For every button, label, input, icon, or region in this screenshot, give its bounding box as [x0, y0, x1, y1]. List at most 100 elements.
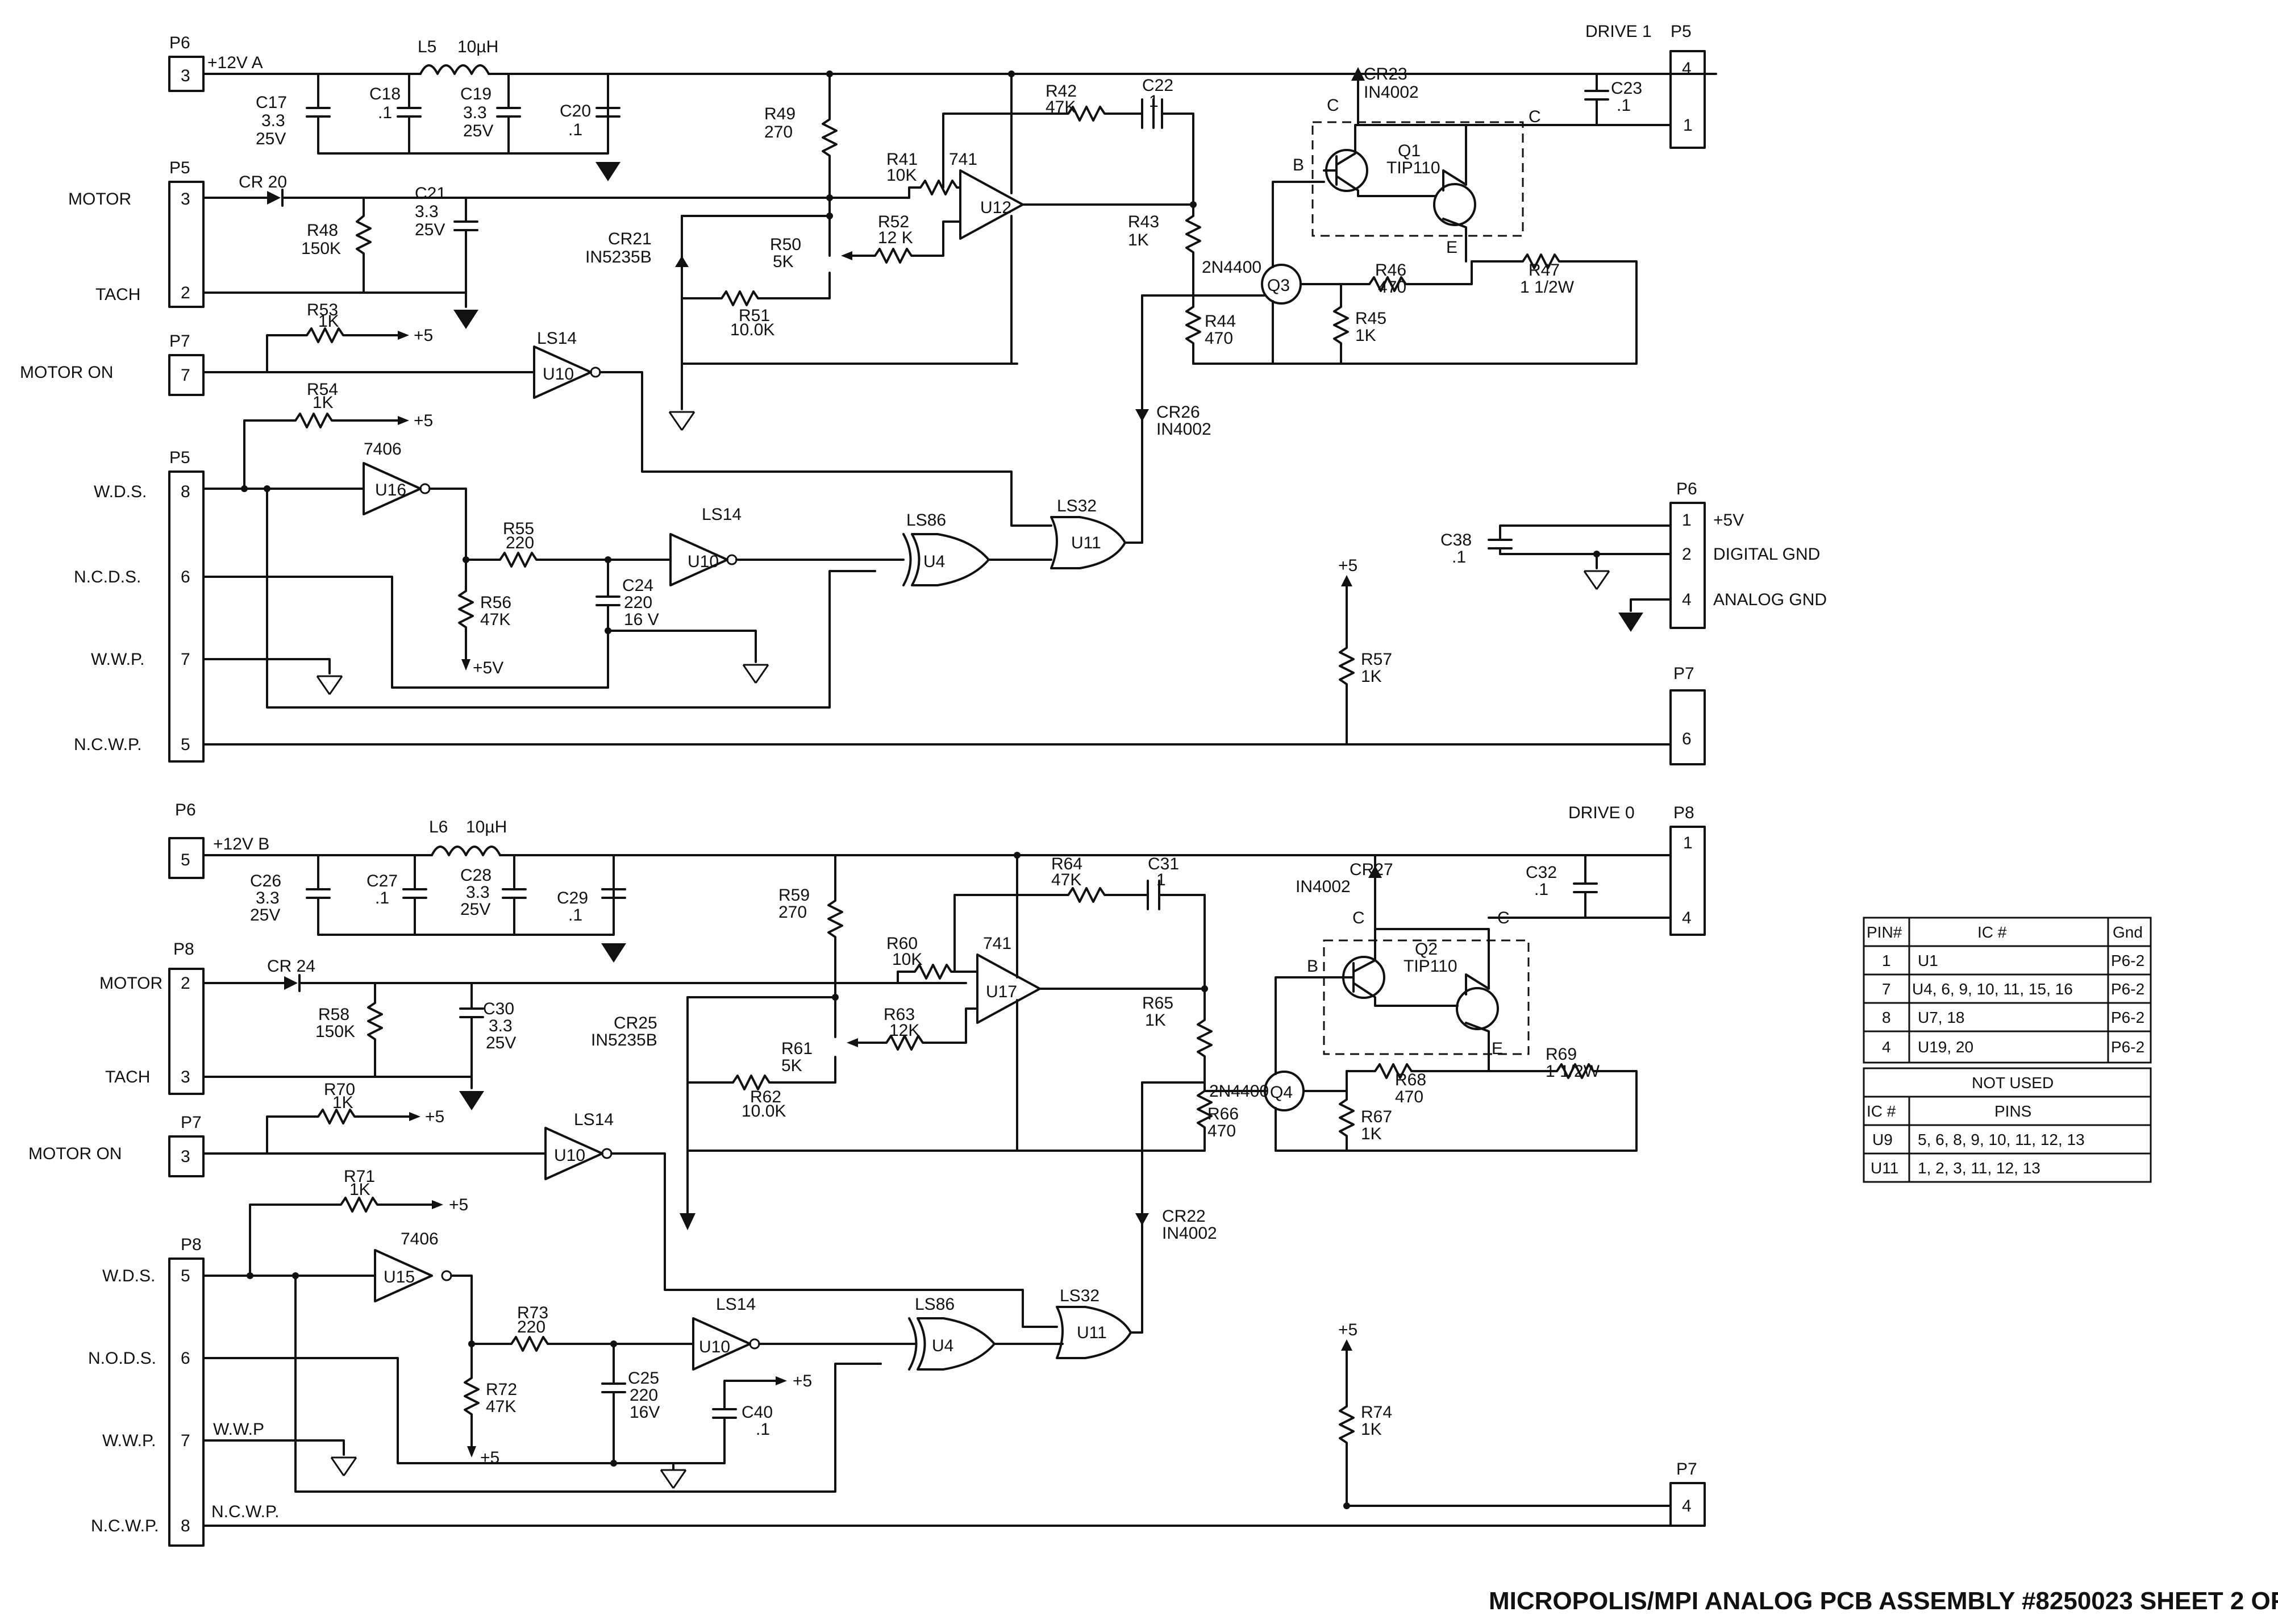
p5-pin-tach: 2 [181, 284, 190, 302]
c21-voltage: 25V [415, 220, 445, 239]
u4-label: U4 [923, 552, 945, 571]
p5-lower-connector [168, 470, 205, 763]
p5-pin-motor: 3 [181, 190, 190, 209]
r71-value: 1K [349, 1180, 370, 1199]
p8-right-label: P8 [1673, 803, 1694, 822]
svg-text:DIGITAL GND: DIGITAL GND [1713, 545, 1820, 564]
u16-part: 7406 [364, 440, 402, 459]
r43-label: R43 [1128, 213, 1159, 231]
q1-package [1311, 121, 1524, 237]
u10b-label: U10 [688, 552, 719, 571]
r61-value: 5K [781, 1056, 802, 1075]
svg-text:U11: U11 [1871, 1159, 1898, 1177]
r64-value: 47K [1051, 871, 1081, 889]
r55-value: 220 [506, 534, 534, 552]
pin-b-wwp: 7 [181, 1431, 190, 1450]
p6-pin-1: 1 +5V [1682, 511, 1744, 530]
r74-plus5: +5 [1338, 1321, 1357, 1339]
c27-label: C27 [367, 872, 398, 890]
c23-label: C23 [1611, 79, 1642, 98]
c26-voltage: 25V [250, 906, 280, 925]
c24-label: C24 [622, 576, 653, 595]
p5-right-connector [1669, 50, 1706, 149]
p5-right-label: P5 [1671, 22, 1692, 41]
r50-value: 5K [773, 252, 794, 271]
c19-label: C19 [460, 85, 492, 103]
p7-right-pin6: 6 [1682, 730, 1692, 748]
p7-b-right-pin4: 4 [1682, 1497, 1692, 1515]
q2-base-b: B [1307, 957, 1318, 976]
signal-b-motor-on: MOTOR ON [28, 1144, 122, 1163]
signal-b-motor: MOTOR [99, 974, 163, 993]
svg-text:8: 8 [1882, 1009, 1891, 1026]
p8-lower-label: P8 [181, 1235, 202, 1254]
p8-right-pin1: 1 [1683, 834, 1693, 852]
r63-label: R63 [884, 1005, 915, 1024]
u4-part: LS86 [906, 511, 946, 530]
r67-value: 1K [1361, 1125, 1382, 1143]
p5-upper-connector [168, 181, 205, 308]
c24-voltage: 16 V [624, 610, 659, 629]
p7-right-label: P7 [1673, 664, 1694, 683]
c40-plus5: +5 [793, 1372, 812, 1390]
r53-plus5: +5 [414, 326, 433, 345]
p7-upper-connector [168, 354, 205, 396]
p6-connector: P6 3 [168, 34, 205, 92]
r74-label: R74 [1361, 1403, 1392, 1422]
svg-text:P6-2: P6-2 [2111, 1009, 2144, 1026]
p7-upper-label: P7 [169, 332, 190, 351]
pin-ncds: 6 [181, 568, 190, 586]
signal-motor: MOTOR [68, 190, 131, 209]
r44-label: R44 [1205, 312, 1236, 331]
signal-wds: W.D.S. [94, 482, 147, 501]
p5-right-pin4: 4 [1682, 59, 1692, 78]
r50-label: R50 [770, 235, 801, 254]
r45-value: 1K [1355, 326, 1376, 345]
c20-value: .1 [568, 120, 582, 139]
r73-value: 220 [517, 1318, 545, 1336]
c29-value: .1 [568, 906, 582, 925]
r41-label: R41 [886, 150, 918, 169]
u11-part: LS32 [1057, 497, 1097, 515]
u15-inverter [374, 1249, 433, 1302]
c30-label: C30 [483, 1000, 514, 1018]
cr26-part: IN4002 [1156, 420, 1211, 439]
r59-value: 270 [778, 903, 807, 922]
q3-part: 2N4400 [1202, 258, 1261, 277]
r53-value: 1K [318, 312, 339, 331]
u11-b-or [1056, 1306, 1132, 1359]
q2-collector-c: C [1352, 909, 1365, 927]
c30-voltage: 25V [486, 1034, 516, 1052]
c31-value: 1 [1156, 871, 1166, 889]
p7-right-connector [1669, 689, 1706, 765]
unused-table-row: U11 1, 2, 3, 11, 12, 13 [1871, 1159, 2040, 1177]
cr27-part: IN4002 [1296, 877, 1351, 896]
c32-label: C32 [1526, 863, 1557, 882]
p7-b-label: P7 [181, 1113, 202, 1132]
p6-label: P6 [169, 34, 190, 52]
c18-label: C18 [369, 85, 401, 103]
r53-label: R53 [307, 301, 338, 319]
r42-value: 47K [1046, 98, 1076, 116]
u11-or [1050, 516, 1126, 569]
unused-table-header-ic: IC # [1867, 1102, 1896, 1120]
c30-value: 3.3 [489, 1017, 513, 1035]
r70-label: R70 [324, 1080, 355, 1099]
u10-inverter-b [669, 533, 728, 586]
p7-b-connector [168, 1135, 205, 1177]
r45-label: R45 [1355, 309, 1386, 328]
svg-text:1: 1 [1682, 511, 1692, 530]
p6-pin: 3 [181, 66, 190, 85]
power-table-row: 8 U7, 18 P6-2 [1882, 1009, 2144, 1026]
q4-label: Q4 [1270, 1083, 1293, 1102]
drive1-heading: DRIVE 1 [1585, 22, 1652, 41]
r73-label: R73 [517, 1304, 548, 1322]
cr22-part: IN4002 [1162, 1224, 1217, 1243]
p8-pin-tach: 3 [181, 1068, 190, 1086]
power-table-header-pin: PIN# [1867, 923, 1902, 941]
u15-part: 7406 [401, 1230, 439, 1248]
r64-label: R64 [1051, 855, 1082, 873]
p8-right-pin4: 4 [1682, 909, 1692, 927]
r55-label: R55 [503, 519, 534, 538]
p5-lower-label: P5 [169, 448, 190, 467]
